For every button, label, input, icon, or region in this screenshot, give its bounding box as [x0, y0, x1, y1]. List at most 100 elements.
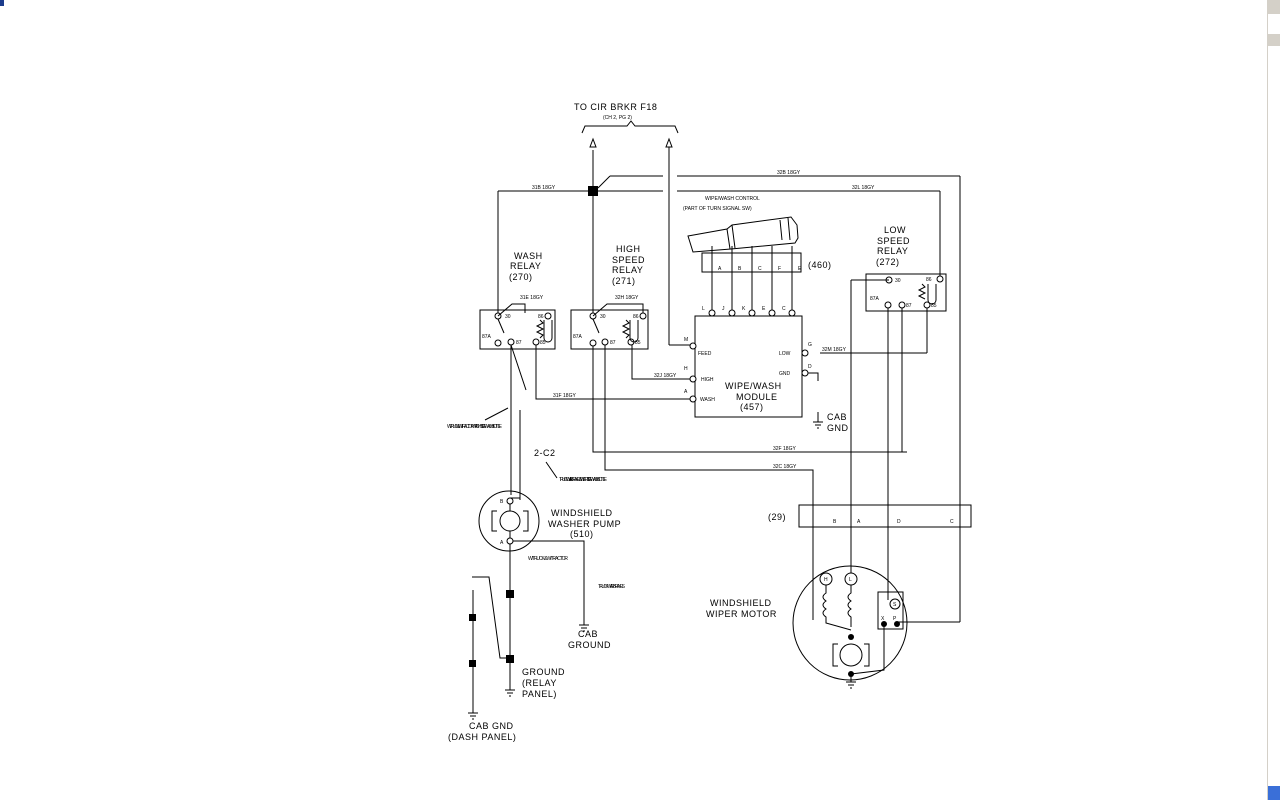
- wire-label: 32L 18GY: [852, 185, 875, 191]
- svg-text:(272): (272): [876, 257, 900, 267]
- wipe-wash-module: L J K E C M H A G D FEED HIGH WASH LOW G…: [684, 306, 812, 418]
- cab-gnd-label: CAB: [827, 412, 847, 422]
- vertical-scrollbar[interactable]: [1267, 0, 1280, 800]
- svg-text:A: A: [718, 266, 722, 272]
- svg-text:HIGH: HIGH: [616, 244, 641, 254]
- svg-text:D: D: [897, 519, 901, 525]
- svg-text:85: 85: [931, 303, 937, 309]
- arrow-icon: [589, 137, 673, 148]
- wire-label: 32B 18GY: [777, 170, 801, 176]
- svg-text:RELAY: RELAY: [510, 261, 541, 271]
- svg-text:32H 18GY: 32H 18GY: [615, 295, 639, 301]
- svg-text:A: A: [857, 519, 861, 525]
- svg-text:C: C: [782, 306, 786, 312]
- note-air-brakes: TRUCK W/AIR BRAKES: [598, 584, 626, 590]
- svg-text:H: H: [824, 577, 828, 583]
- svg-text:30: 30: [895, 278, 901, 284]
- connector-29: (29) B A D C: [768, 504, 972, 528]
- svg-text:85: 85: [635, 340, 641, 346]
- wire-label: 32C 18GY: [773, 464, 797, 470]
- svg-text:PANEL): PANEL): [522, 689, 557, 699]
- svg-text:H: H: [684, 366, 688, 372]
- svg-text:B: B: [738, 266, 742, 272]
- svg-text:30: 30: [505, 314, 511, 320]
- svg-text:X: X: [881, 616, 885, 622]
- note-truck-tractor: W/TRUCK & W/TRACTOR: [528, 556, 568, 562]
- svg-text:WASH: WASH: [700, 397, 715, 403]
- svg-text:87A: 87A: [482, 334, 492, 340]
- source-brace: [581, 120, 679, 134]
- svg-text:30: 30: [600, 314, 606, 320]
- svg-text:MODULE: MODULE: [736, 392, 778, 402]
- scroll-up-button[interactable]: [1268, 0, 1280, 14]
- svg-text:WASHER PUMP: WASHER PUMP: [548, 519, 621, 529]
- svg-text:(271): (271): [612, 276, 636, 286]
- svg-text:E: E: [798, 266, 802, 272]
- svg-text:FEED: FEED: [698, 351, 712, 357]
- svg-text:P: P: [893, 616, 897, 622]
- svg-text:87: 87: [906, 303, 912, 309]
- svg-text:G: G: [808, 342, 812, 348]
- svg-text:86: 86: [926, 277, 932, 283]
- ground-icon: [468, 689, 515, 720]
- svg-text:HIGH: HIGH: [701, 377, 714, 383]
- cab-ground-label: CAB: [578, 629, 598, 639]
- source-ref: (CH 2, PG 2): [603, 115, 632, 121]
- svg-text:85: 85: [540, 340, 546, 346]
- svg-text:WIPE/WASH: WIPE/WASH: [725, 381, 782, 391]
- svg-text:S: S: [893, 602, 897, 608]
- svg-text:RELAY: RELAY: [612, 265, 643, 275]
- svg-text:A: A: [500, 540, 504, 546]
- svg-text:L: L: [702, 306, 705, 312]
- svg-text:SPEED: SPEED: [877, 236, 910, 246]
- wire-label: 32M 18GY: [822, 347, 847, 353]
- svg-text:(PART OF TURN SIGNAL SW): (PART OF TURN SIGNAL SW): [683, 206, 752, 212]
- svg-text:(29): (29): [768, 512, 786, 522]
- svg-text:(510): (510): [570, 529, 594, 539]
- svg-text:31E 18GY: 31E 18GY: [520, 295, 544, 301]
- wipe-wash-control: WIPE/WASH CONTROL (PART OF TURN SIGNAL S…: [683, 196, 832, 273]
- svg-text:E: E: [762, 306, 766, 312]
- note-right-side: W/TRUCK & W/TRACTOR W/RIGHT SIDE WASH BO…: [447, 424, 503, 430]
- svg-text:GROUND: GROUND: [568, 640, 611, 650]
- svg-text:(DASH PANEL): (DASH PANEL): [448, 732, 516, 742]
- svg-text:GND: GND: [779, 371, 791, 377]
- wire-label: 31F 18GY: [553, 393, 576, 399]
- svg-text:GND: GND: [827, 423, 849, 433]
- svg-text:87: 87: [610, 340, 616, 346]
- svg-text:WASH: WASH: [514, 251, 543, 261]
- windshield-wiper-motor: H L S X P WINDSHIELD WIPER MOTOR: [706, 565, 908, 689]
- wire-label: 32J 18GY: [654, 373, 677, 379]
- connector-c2-label: 2-C2: [534, 448, 556, 458]
- svg-text:WIPE/WASH CONTROL: WIPE/WASH CONTROL: [705, 196, 760, 202]
- window-corner: [0, 0, 4, 6]
- svg-text:WINDSHIELD: WINDSHIELD: [710, 598, 772, 608]
- scroll-down-button[interactable]: [1268, 786, 1280, 800]
- windshield-washer-pump: B A WINDSHIELD WASHER PUMP (510): [478, 490, 621, 552]
- svg-text:D: D: [808, 364, 812, 370]
- ground-relay-label: GROUND: [522, 667, 565, 677]
- svg-text:87A: 87A: [870, 296, 880, 302]
- svg-text:J: J: [722, 306, 725, 312]
- wire-label: 32F 18GY: [773, 446, 796, 452]
- svg-text:(RELAY: (RELAY: [522, 678, 557, 688]
- svg-text:RELAY: RELAY: [877, 246, 908, 256]
- svg-text:LOW: LOW: [779, 351, 791, 357]
- svg-text:(457): (457): [740, 402, 764, 412]
- svg-text:A: A: [684, 389, 688, 395]
- scroll-thumb[interactable]: [1268, 34, 1280, 46]
- svg-text:87: 87: [516, 340, 522, 346]
- svg-text:86: 86: [633, 314, 639, 320]
- svg-text:C: C: [950, 519, 954, 525]
- svg-text:M: M: [684, 337, 688, 343]
- ground-icon: [579, 624, 589, 632]
- svg-text:SPEED: SPEED: [612, 255, 645, 265]
- svg-text:WIPER MOTOR: WIPER MOTOR: [706, 609, 777, 619]
- svg-text:(460): (460): [808, 260, 832, 270]
- svg-text:L: L: [849, 577, 852, 583]
- note-left-side: TRUCK W/AIR BRAKES & W/LEFT SIDE WASH BO…: [559, 477, 608, 483]
